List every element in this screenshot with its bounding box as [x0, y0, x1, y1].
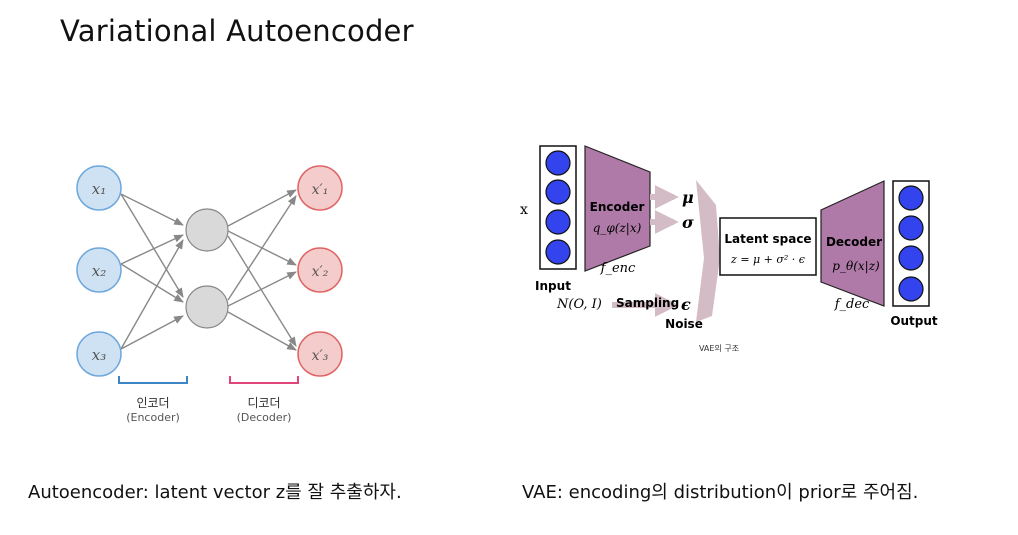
- encoder-label-ko: 인코더: [136, 396, 169, 410]
- encoder-connections: [120, 193, 184, 350]
- output-node-label: x′₁: [312, 182, 329, 198]
- vae-decoder-title: Decoder: [826, 235, 882, 249]
- vae-diagram: x Input Encoder q_φ(z|x) f_enc μ σ N(O, …: [520, 145, 938, 353]
- hidden-node-2: [185, 285, 229, 329]
- noise-label: Noise: [665, 317, 703, 331]
- vae-input-neuron: [545, 209, 571, 235]
- vae-decoder-formula: p_θ(x|z): [832, 259, 880, 273]
- decoder-label-en: (Decoder): [237, 411, 292, 424]
- slide-title: Variational Autoencoder: [60, 14, 414, 48]
- vae-encoder-block: [584, 145, 651, 272]
- vae-encoder-formula: q_φ(z|x): [593, 221, 642, 235]
- sigma-symbol: σ: [682, 213, 694, 232]
- output-node-label: x′₂: [312, 264, 329, 280]
- mu-symbol: μ: [682, 188, 694, 207]
- caption-autoencoder: Autoencoder: latent vector z를 잘 추출하자.: [28, 482, 402, 503]
- vae-input-neuron: [545, 150, 571, 176]
- epsilon-symbol: ϵ: [681, 295, 691, 314]
- combine-chevron: [696, 180, 720, 322]
- vae-encoder-title: Encoder: [590, 200, 645, 214]
- decoder-connections: [227, 189, 297, 351]
- output-node-2: x′₂: [297, 247, 343, 293]
- encoder-label-en: (Encoder): [126, 411, 180, 424]
- autoencoder-diagram: x₁ x₂ x₃ x′₁ x′₂ x′₃ 인코더 (Encoder): [76, 165, 343, 424]
- vae-output-neuron: [898, 185, 924, 211]
- latent-space-title: Latent space: [724, 232, 811, 246]
- vae-output-label: Output: [890, 314, 938, 328]
- vae-output-neuron: [898, 215, 924, 241]
- encoder-bracket: [118, 376, 188, 384]
- vae-input-label: Input: [535, 279, 571, 293]
- latent-space-box: [719, 217, 817, 276]
- decoder-label-ko: 디코더: [247, 396, 280, 410]
- input-node-3: x₃: [76, 331, 122, 377]
- vae-x-label: x: [520, 202, 528, 218]
- output-node-3: x′₃: [297, 331, 343, 377]
- vae-output-neuron: [898, 276, 924, 302]
- hidden-node-1: [185, 208, 229, 252]
- latent-space-formula: z = μ + σ² · ϵ: [730, 253, 805, 266]
- input-node-2: x₂: [76, 247, 122, 293]
- sampling-label: Sampling: [616, 296, 679, 310]
- vae-f-dec: f_dec: [834, 297, 870, 312]
- vae-f-enc: f_enc: [600, 261, 636, 276]
- input-node-label: x₃: [92, 346, 106, 364]
- vae-output-neuron: [898, 245, 924, 271]
- caption-vae: VAE: encoding의 distribution이 prior로 주어짐.: [522, 482, 919, 503]
- input-node-label: x₁: [92, 180, 106, 198]
- output-node-1: x′₁: [297, 165, 343, 211]
- vae-figure-caption: VAE의 구조: [699, 343, 739, 353]
- vae-input-neuron: [545, 179, 571, 205]
- output-node-label: x′₃: [312, 348, 329, 364]
- input-node-1: x₁: [76, 165, 122, 211]
- vae-input-neuron: [545, 239, 571, 265]
- input-node-label: x₂: [92, 262, 106, 280]
- decoder-bracket: [229, 376, 299, 384]
- prior-label: N(O, I): [556, 297, 602, 312]
- vae-decoder-block: [820, 180, 885, 307]
